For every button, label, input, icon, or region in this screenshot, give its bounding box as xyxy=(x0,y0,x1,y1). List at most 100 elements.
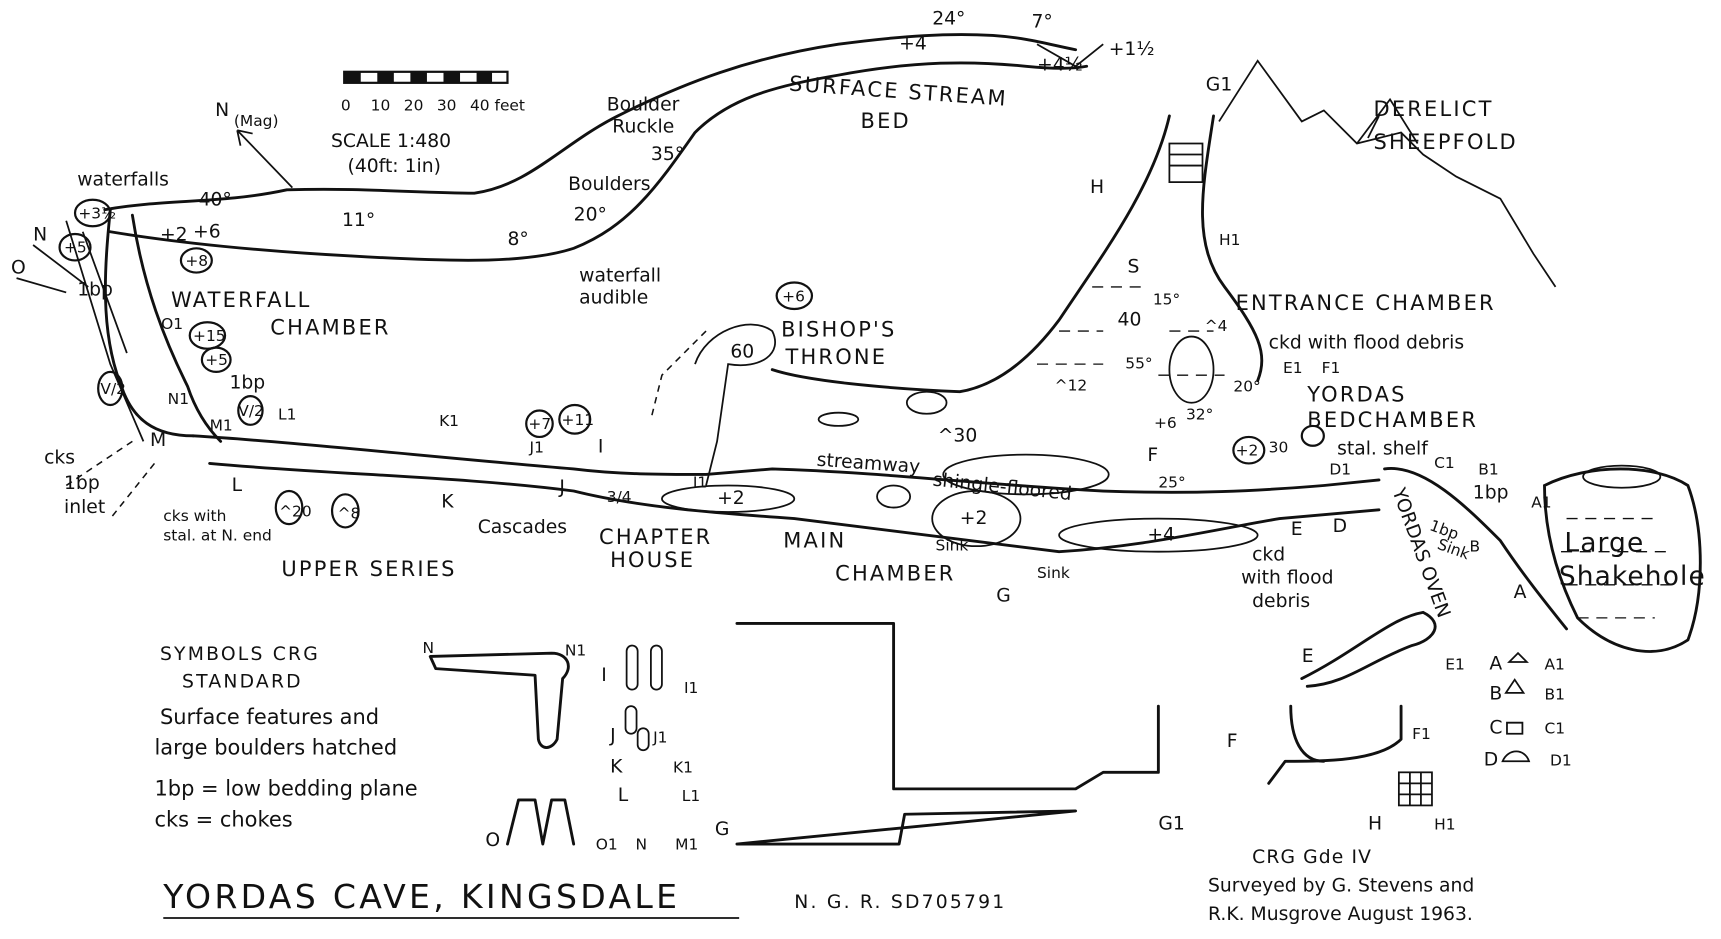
spot-height: +3½ xyxy=(78,205,116,223)
angle-label: 35° xyxy=(651,144,684,165)
legend: SYMBOLS CRG STANDARD Surface features an… xyxy=(154,644,417,832)
stream-bed-label: BED xyxy=(861,109,911,133)
angle-label: 24° xyxy=(932,8,965,29)
section-label: O xyxy=(485,830,500,851)
section-label: K xyxy=(610,756,623,777)
spot-height: +6 xyxy=(193,221,221,242)
legend-heading: STANDARD xyxy=(182,671,303,692)
value-label: ^30 xyxy=(938,425,978,446)
section-label: D1 xyxy=(1550,752,1572,770)
section-marker: N1 xyxy=(168,390,189,408)
section-label: N xyxy=(423,639,435,657)
surveyors-line: Surveyed by G. Stevens and xyxy=(1208,875,1474,896)
value-label: ^8 xyxy=(338,505,361,523)
legend-line: large boulders hatched xyxy=(154,736,397,760)
yordas-bedchamber-label: BEDCHAMBER xyxy=(1307,408,1478,432)
section-label: L1 xyxy=(682,787,700,805)
angle-label: 11° xyxy=(342,210,375,231)
value-label: 25° xyxy=(1158,474,1185,492)
survey-grade: CRG Gde IV xyxy=(1252,847,1372,868)
value-label: 55° xyxy=(1125,355,1152,373)
section-label: J1 xyxy=(652,729,667,747)
sink-label: Sink xyxy=(1037,564,1070,582)
section-marker: B1 xyxy=(1478,460,1498,478)
section-marker: A1 xyxy=(1531,494,1551,512)
angle-label: 7° xyxy=(1031,12,1052,33)
spot-height: V/2 xyxy=(238,402,264,420)
large-shakehole-label: Large xyxy=(1564,528,1644,559)
scale-tick: 20 xyxy=(404,96,424,114)
legend-line: cks = chokes xyxy=(154,807,292,831)
section-label: B xyxy=(1489,684,1502,705)
scale-and-north: 0 10 20 30 40 feet SCALE 1:480 (40ft: 1i… xyxy=(215,96,525,177)
scale-ratio: SCALE 1:480 xyxy=(331,131,451,152)
section-labels: N N1 I I1 J J1 K K1 L L1 O O1 N M1 G G1 … xyxy=(423,639,1572,853)
section-drawings xyxy=(428,610,1437,846)
waterfall-audible-label: waterfall xyxy=(579,265,661,286)
section-label: E xyxy=(1302,646,1314,667)
bedding-plane-label: 1bp xyxy=(229,372,265,393)
bishops-throne-label: BISHOP'S xyxy=(781,318,896,342)
section-marker: A xyxy=(1514,582,1527,603)
section-marker: N xyxy=(33,225,47,246)
boulder-ruckle-label: Boulder xyxy=(607,94,680,115)
spot-height: +6 xyxy=(782,287,805,305)
large-shakehole-label: Shakehole xyxy=(1559,561,1706,592)
section-label: J xyxy=(609,725,616,746)
section-marker: I1 xyxy=(693,474,707,492)
north-label: N xyxy=(215,100,229,121)
scale-note: (40ft: 1in) xyxy=(348,156,441,177)
section-marker: L1 xyxy=(278,405,296,423)
section-marker: F1 xyxy=(1322,359,1341,377)
bedding-plane-label: 1bp xyxy=(1473,483,1509,504)
surface-stream-outline xyxy=(103,33,1104,262)
section-label: I1 xyxy=(684,679,698,697)
inlet-label: inlet xyxy=(64,497,105,518)
grid-reference: N. G. R. SD705791 xyxy=(794,892,1006,913)
waterfall-chamber-outline xyxy=(16,208,223,443)
value-label: 3/4 xyxy=(607,488,632,506)
section-label: D xyxy=(1484,750,1498,771)
section-marker: F xyxy=(1147,445,1158,466)
chapter-house-label: HOUSE xyxy=(610,548,695,572)
section-label: G1 xyxy=(1158,814,1184,835)
ckd-flood-label: debris xyxy=(1252,591,1310,612)
spot-height-circles xyxy=(58,198,1325,529)
section-label: F1 xyxy=(1412,725,1431,743)
value-label: 60 xyxy=(730,342,754,363)
section-marker: O1 xyxy=(161,315,183,333)
spot-height: +4 xyxy=(1147,525,1175,546)
section-marker: C1 xyxy=(1434,454,1455,472)
cks-stal-label: cks with xyxy=(163,507,226,525)
north-mag-label: (Mag) xyxy=(234,112,279,130)
boulders-label: Boulders xyxy=(568,174,650,195)
height-label: +4½ xyxy=(1037,55,1083,76)
ckd-flood-top-label: ckd with flood debris xyxy=(1269,333,1464,354)
value-label: 15° xyxy=(1153,291,1180,309)
upper-series-label: UPPER SERIES xyxy=(281,557,456,581)
main-passage-outline xyxy=(65,323,1702,653)
waterfall-chamber-label: WATERFALL xyxy=(171,288,312,312)
section-marker: M xyxy=(150,430,166,451)
section-marker: D1 xyxy=(1329,460,1351,478)
height-label: +1½ xyxy=(1109,39,1155,60)
bishops-throne-label: THRONE xyxy=(784,345,887,369)
yordas-bedchamber-label: YORDAS xyxy=(1306,383,1406,407)
value-label: 32° xyxy=(1186,405,1213,423)
section-marker: J1 xyxy=(529,438,544,456)
spot-height: +2 xyxy=(1236,442,1259,460)
legend-line: Surface features and xyxy=(160,705,379,729)
spot-height: +2 xyxy=(960,508,988,529)
section-label: G xyxy=(715,819,730,840)
section-label: C xyxy=(1489,718,1502,739)
note-labels: cks 1bp 1bp 1bp 1bp 1bp inlet cks with s… xyxy=(44,280,1508,612)
scale-tick: 0 xyxy=(341,96,351,114)
section-label: L xyxy=(618,785,629,806)
chokes-label: cks xyxy=(44,447,75,468)
waterfall-chamber-label: CHAMBER xyxy=(270,315,390,339)
spot-height: +2 xyxy=(160,225,188,246)
section-marker: H1 xyxy=(1219,231,1240,249)
angle-label: 20° xyxy=(574,205,607,226)
spot-height: +15 xyxy=(193,327,226,345)
map-title: YORDAS CAVE, KINGSDALE xyxy=(162,877,680,916)
